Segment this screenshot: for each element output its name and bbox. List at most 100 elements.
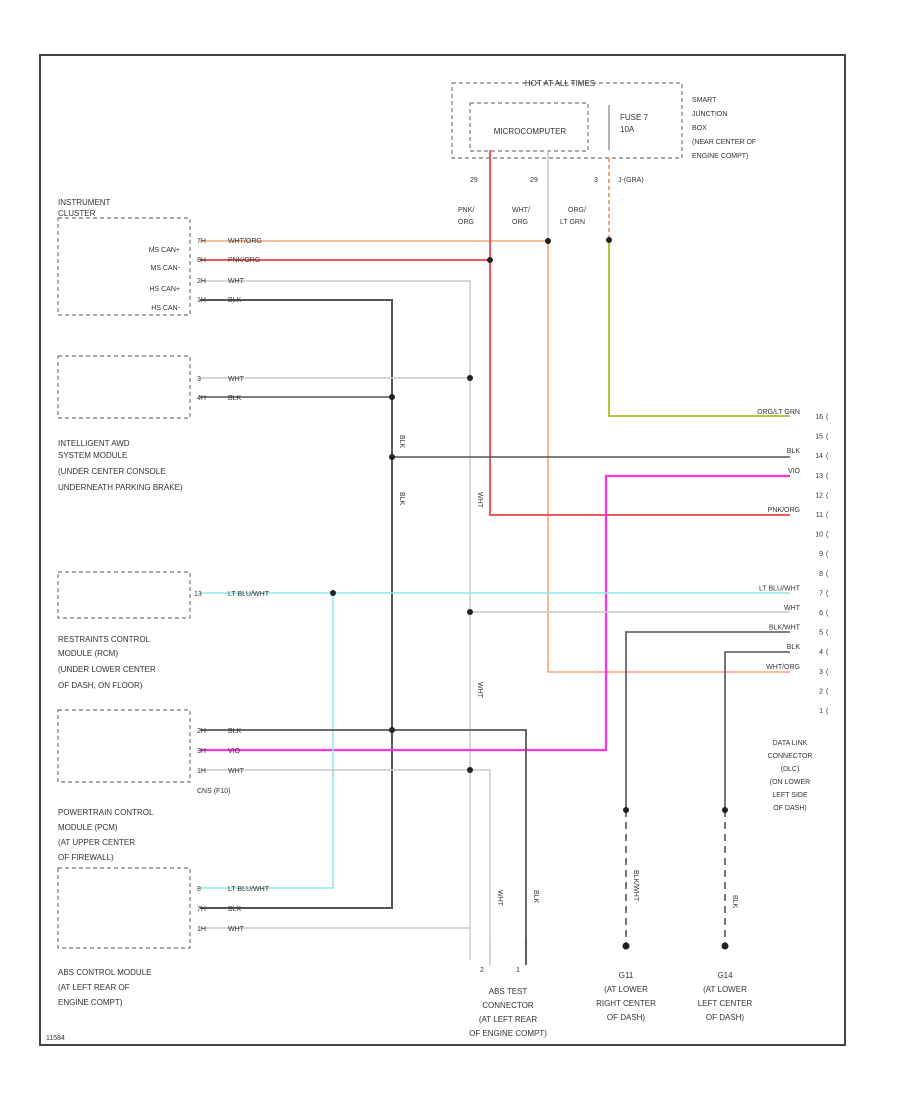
dlc-pin-num: 4 (819, 649, 823, 656)
svg-text:1H: 1H (197, 297, 206, 304)
dlc-pin-cap: ( (826, 590, 829, 597)
svg-text:POWERTRAIN CONTROL: POWERTRAIN CONTROL (58, 808, 154, 817)
ias-module-title: INTELLIGENT AWD SYSTEM MODULE (UNDER CEN… (58, 439, 183, 492)
dlc-pin-num: 9 (819, 551, 823, 558)
svg-text:1H: 1H (197, 926, 206, 933)
dlc-pin-cap: ( (826, 453, 829, 460)
svg-text:G11: G11 (619, 971, 634, 980)
svg-text:BLK: BLK (228, 297, 242, 304)
abs-test-wire-blk: BLK (532, 890, 539, 904)
svg-text:BOX: BOX (692, 125, 707, 132)
svg-text:13: 13 (194, 591, 202, 598)
dlc-pin-cap: ( (826, 688, 829, 695)
svg-text:7H: 7H (197, 906, 206, 913)
dlc-pin-wire: WHT (784, 605, 801, 612)
svg-text:LT GRN: LT GRN (560, 219, 585, 226)
rcm-box (57, 571, 191, 619)
wire-pnk-org (200, 259, 790, 516)
ias-module-box (57, 355, 191, 419)
dlc-pin-wire: LT BLU/WHT (759, 585, 801, 592)
svg-text:LEFT CENTER: LEFT CENTER (698, 999, 753, 1008)
svg-text:OF DASH): OF DASH) (607, 1013, 646, 1022)
dlc-pin-wire: VIO (788, 468, 801, 475)
abs-module-title: ABS CONTROL MODULE (AT LEFT REAR OF ENGI… (58, 968, 152, 1007)
svg-text:MODULE (PCM): MODULE (PCM) (58, 823, 118, 832)
svg-text:8: 8 (197, 886, 201, 893)
svg-text:RESTRAINTS CONTROL: RESTRAINTS CONTROL (58, 635, 151, 644)
trunk-label-blk-1: BLK (398, 435, 405, 449)
microcomputer-label: MICROCOMPUTER (494, 127, 567, 136)
dlc-pin-cap: ( (826, 492, 829, 499)
svg-text:LEFT SIDE: LEFT SIDE (772, 792, 808, 799)
junction-box-location: SMART JUNCTION BOX (NEAR CENTER OF ENGIN… (692, 97, 756, 160)
dlc-pin-num: 16 (815, 414, 823, 421)
svg-text:8H: 8H (197, 257, 206, 264)
svg-text:INTELLIGENT AWD: INTELLIGENT AWD (58, 439, 130, 448)
dlc-pin-cap: ( (826, 669, 829, 676)
dlc-pin-wire: ORG/LT GRN (757, 409, 800, 416)
ground-g14: BLK G14 (AT LOWER LEFT CENTER OF DASH) (698, 895, 753, 1022)
wire-pcm-wht (200, 769, 491, 965)
wire-org-ltgrn (608, 240, 790, 417)
dlc-pin-cap: ( (826, 512, 829, 519)
svg-text:BLK: BLK (228, 395, 242, 402)
svg-text:2H: 2H (197, 278, 206, 285)
dlc-pin-cap: ( (826, 708, 829, 715)
svg-text:(AT LEFT REAR: (AT LEFT REAR (479, 1015, 537, 1024)
svg-text:SMART: SMART (692, 97, 717, 104)
pcm-box (57, 709, 191, 783)
dlc-pin-num: 11 (816, 512, 823, 519)
wire-lt-blu-abs (200, 593, 334, 889)
svg-text:WHT: WHT (228, 926, 245, 933)
svg-text:ORG: ORG (512, 219, 528, 226)
trunk-label-wht-1: WHT (476, 492, 483, 509)
svg-text:3: 3 (197, 376, 201, 383)
svg-text:(ON LOWER: (ON LOWER (770, 779, 810, 786)
svg-text:7H: 7H (197, 238, 206, 245)
dlc-pin-num: 7 (819, 590, 823, 597)
fuse-pin-29a: 29 (470, 177, 478, 184)
pcm-pins: 2H 3H 1H BLK VIO WHT CNS (F10) (197, 728, 245, 795)
svg-text:MODULE (RCM): MODULE (RCM) (58, 649, 118, 658)
dlc-pin-num: 15 (815, 434, 823, 441)
svg-text:CNS (F10): CNS (F10) (197, 788, 230, 795)
svg-text:SYSTEM MODULE: SYSTEM MODULE (58, 451, 127, 460)
dlc-pin-cap: ( (826, 551, 829, 558)
dlc-pin-wire: BLK (787, 448, 801, 455)
svg-text:ORG: ORG (458, 219, 474, 226)
abs-test-connector: WHT BLK 2 1 ABS TEST CONNECTOR (AT LEFT … (469, 890, 547, 1038)
abs-module-box (57, 867, 191, 949)
svg-text:(UNDER LOWER CENTER: (UNDER LOWER CENTER (58, 665, 156, 674)
diagram-frame (39, 54, 846, 1046)
svg-text:JUNCTION: JUNCTION (692, 111, 727, 118)
svg-text:2H: 2H (197, 728, 206, 735)
dlc-pin-wire: BLK (787, 644, 801, 651)
svg-text:WHT/ORG: WHT/ORG (228, 238, 262, 245)
fuse-conn: J-(GRA) (618, 177, 644, 184)
svg-text:ENGINE COMPT): ENGINE COMPT) (58, 998, 123, 1007)
svg-text:OF DASH, ON FLOOR): OF DASH, ON FLOOR) (58, 681, 143, 690)
svg-text:LT BLU/WHT: LT BLU/WHT (228, 591, 270, 598)
svg-text:(UNDER CENTER CONSOLE: (UNDER CENTER CONSOLE (58, 467, 166, 476)
wire-wht-hs (200, 280, 471, 960)
wire-blk-hs (200, 299, 393, 909)
svg-text:CONNECTOR: CONNECTOR (768, 753, 813, 760)
svg-text:BLK: BLK (228, 728, 242, 735)
dlc-pin-cap: ( (826, 630, 829, 637)
dlc-pin-wire: WHT/ORG (766, 664, 800, 671)
svg-text:OF ENGINE COMPT): OF ENGINE COMPT) (469, 1029, 547, 1038)
dlc-pin-cap: ( (826, 473, 829, 480)
rcm-pins: 13 LT BLU/WHT (194, 591, 270, 598)
dlc-pin-cap: ( (826, 532, 829, 539)
fuse-rating: 10A (620, 125, 635, 134)
svg-text:MS CAN+: MS CAN+ (149, 247, 180, 254)
instrument-cluster-title-2: CLUSTER (58, 209, 96, 218)
dlc-pin-num: 5 (819, 630, 823, 637)
dlc-pin-num: 12 (815, 492, 823, 499)
svg-text:OF DASH): OF DASH) (773, 805, 806, 812)
dlc-pin-cap: ( (826, 610, 829, 617)
dlc-pin-cap: ( (826, 571, 829, 578)
dlc-pin-cap: ( (826, 649, 829, 656)
dlc-pin-num: 2 (819, 688, 823, 695)
